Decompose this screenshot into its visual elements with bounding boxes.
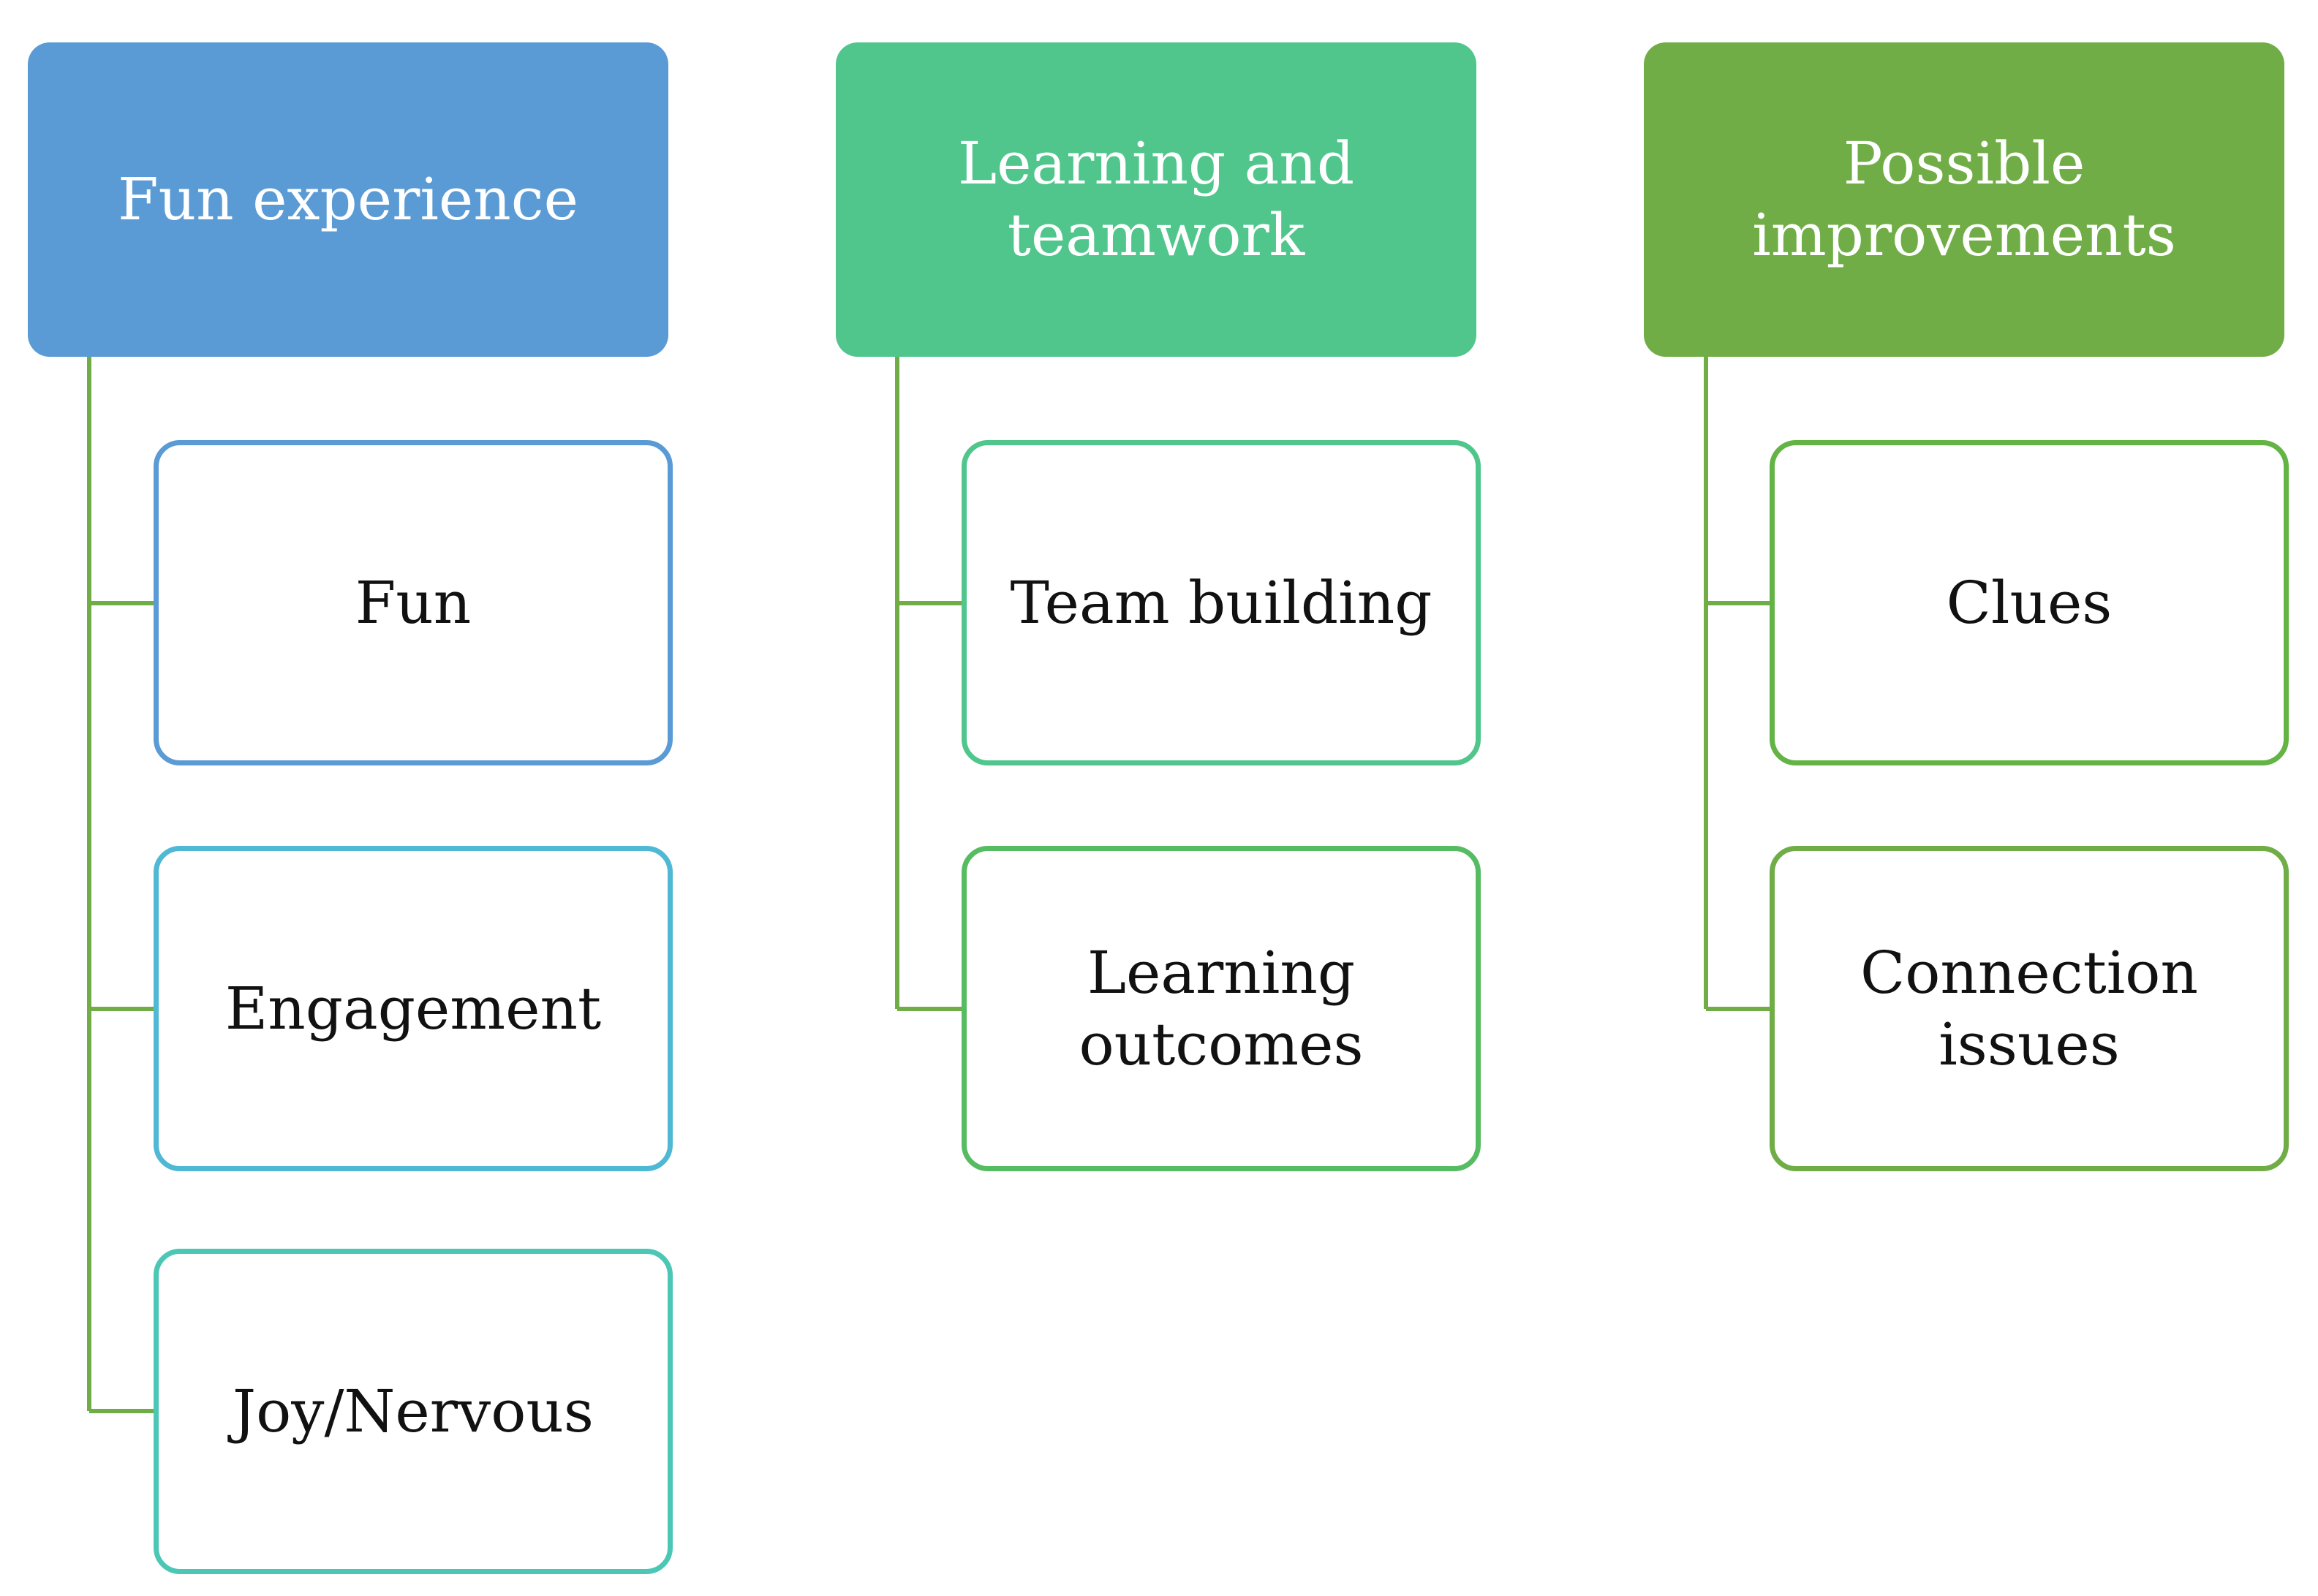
child-label: Engagement: [224, 974, 602, 1043]
group-title: Possible improvements: [1752, 129, 2176, 269]
group-header-possible-improvements: Possible improvements: [1644, 42, 2284, 357]
group-header-learning-and-teamwork: Learning and teamwork: [836, 42, 1476, 357]
child-label: Clues: [1946, 568, 2113, 637]
connector-possible-improvements: [1704, 357, 1770, 1011]
child-label: Connection issues: [1860, 938, 2198, 1078]
child-box-fun: Fun: [154, 440, 673, 765]
group-title: Fun experience: [118, 165, 578, 234]
group-header-fun-experience: Fun experience: [28, 42, 668, 357]
child-box-learning-outcomes: Learning outcomes: [962, 846, 1481, 1171]
child-label: Team building: [1010, 568, 1432, 637]
child-label: Joy/Nervous: [233, 1377, 594, 1445]
connector-learning-and-teamwork: [895, 357, 962, 1011]
child-box-clues: Clues: [1770, 440, 2289, 765]
child-label: Fun: [355, 568, 472, 637]
child-box-engagement: Engagement: [154, 846, 673, 1171]
group-title: Learning and teamwork: [957, 129, 1355, 269]
child-box-connection-issues: Connection issues: [1770, 846, 2289, 1171]
connector-fun-experience: [87, 357, 154, 1413]
child-box-joy-nervous: Joy/Nervous: [154, 1249, 673, 1574]
child-box-team-building: Team building: [962, 440, 1481, 765]
child-label: Learning outcomes: [1079, 938, 1364, 1078]
